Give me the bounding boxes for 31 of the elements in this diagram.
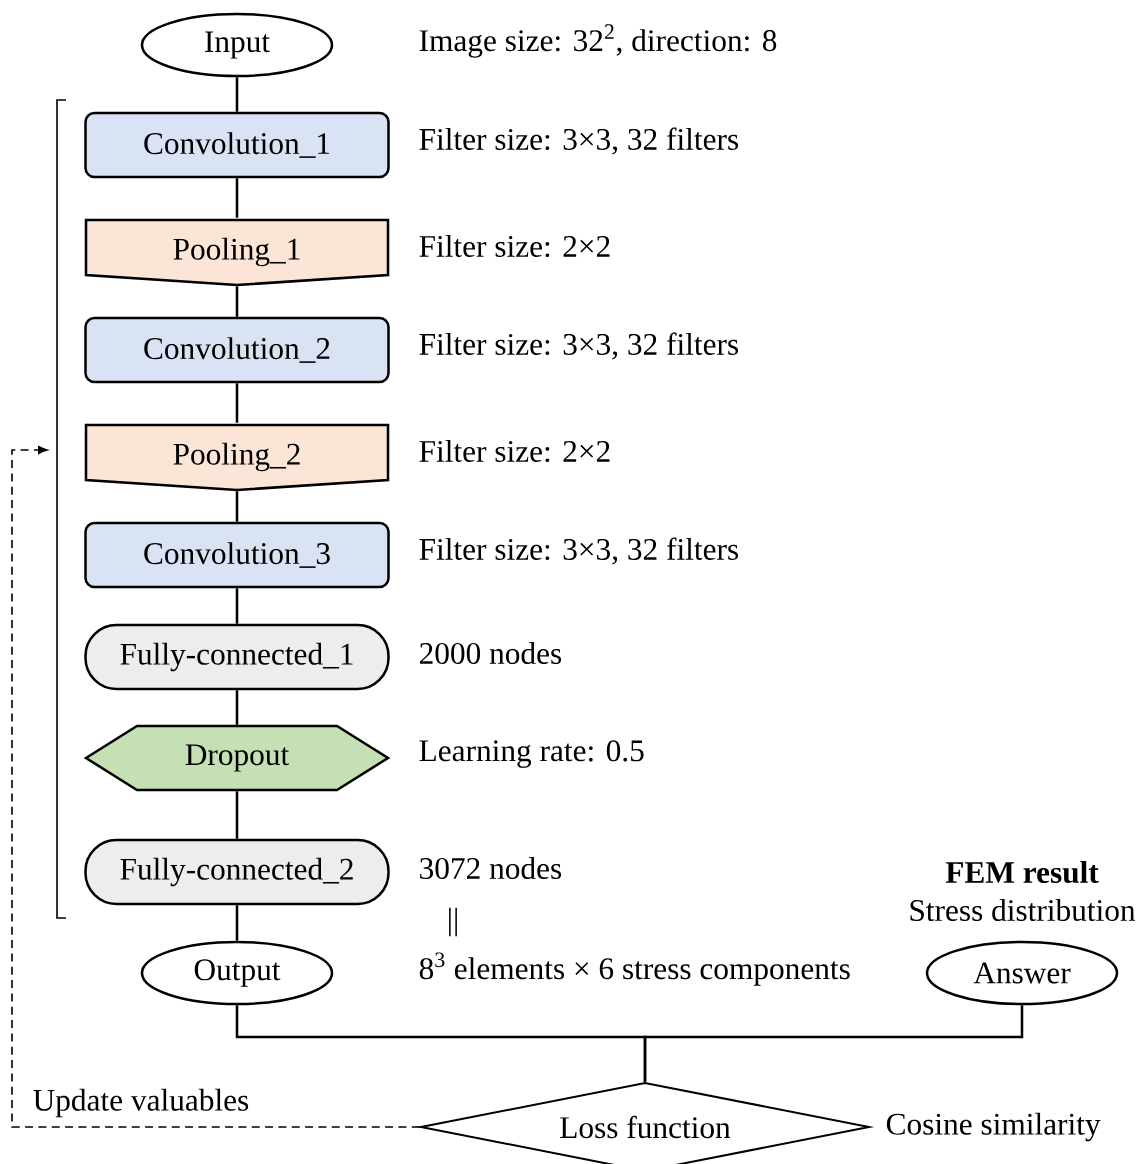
connector-line: [235, 690, 239, 725]
connector-line: [235, 178, 239, 218]
annotation-text: Cosine similarity: [886, 1112, 1101, 1142]
annotation-text: Filter size: 3×3, 32 filters: [419, 537, 738, 565]
equals-sign: ||: [449, 907, 457, 937]
annotation-text: Learning rate: 0.5: [419, 740, 644, 768]
annotation-text: Filter size: 2×2: [419, 234, 610, 258]
annotation-text: 2000 nodes: [420, 642, 562, 665]
connector-line: [235, 383, 239, 423]
process-box: Convolution_1: [84, 111, 390, 179]
annotation-text: Image size: 32$^{2}$, direction: 8: [419, 24, 777, 58]
annotation-text: 3072 nodes: [420, 857, 562, 880]
connector-line: [235, 905, 239, 941]
feedback-arrow: [11, 445, 421, 1128]
process-box: Convolution_3: [84, 521, 390, 589]
rounded-box: Fully-connected_1: [84, 623, 390, 691]
edge-label: Update valuables: [33, 1088, 249, 1118]
connector-line: [235, 791, 239, 839]
connector-line: [643, 1005, 1024, 1082]
connector-line: [235, 491, 239, 522]
annotation-text: Filter size: 2×2: [419, 439, 610, 463]
rounded-box: Fully-connected_2: [84, 838, 390, 906]
annotation-text: Stress distribution: [910, 899, 1136, 922]
heading-text: FEM result: [945, 860, 1099, 884]
annotation-text: 8$^{3}$ elements × 6 stress components: [419, 952, 850, 986]
process-box: Convolution_2: [84, 316, 390, 384]
connector-line: [235, 77, 239, 112]
annotation-text: Filter size: 3×3, 32 filters: [419, 127, 738, 155]
connector-line: [235, 286, 239, 317]
connector-line: [235, 588, 239, 624]
annotation-text: Filter size: 3×3, 32 filters: [419, 332, 738, 360]
